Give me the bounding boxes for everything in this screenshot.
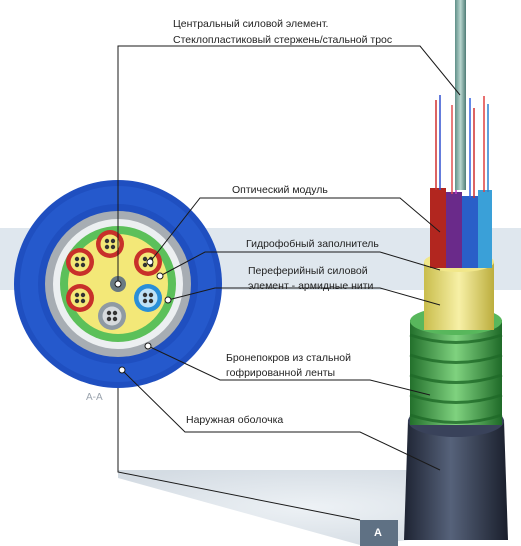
label-armor-line1: Бронепокров из стальной	[226, 352, 351, 364]
cable-armor	[410, 320, 502, 425]
central-rod	[455, 0, 466, 190]
optical-module-4	[66, 284, 94, 312]
section-label: А-А	[86, 392, 103, 403]
label-armor-line2: гофрированной ленты	[226, 367, 336, 379]
module-red-tube	[430, 188, 446, 268]
section-marker: А	[374, 527, 382, 539]
label-peripheral-line1: Переферийный силовой	[248, 265, 368, 277]
callout-lines	[117, 45, 461, 521]
optical-module-1	[96, 230, 124, 258]
label-hydrophobic-filler: Гидрофобный заполнитель	[246, 238, 379, 250]
section-marker-tab	[360, 520, 398, 546]
label-optical-module: Оптический модуль	[232, 184, 328, 196]
optical-module-6	[98, 302, 126, 330]
label-central-member-line2: Стеклопластиковый стержень/стальной трос	[173, 34, 393, 46]
label-outer-sheath: Наружная оболочка	[186, 414, 284, 426]
module-cyan-tube	[478, 190, 492, 268]
label-central-member-line1: Центральный силовой элемент.	[173, 18, 329, 30]
armor-corrugations	[409, 333, 503, 424]
callout-dots	[114, 258, 172, 374]
optical-module-5	[134, 284, 162, 312]
label-peripheral-line2: элемент - армидные нити	[248, 280, 374, 292]
cable-filler	[424, 262, 494, 330]
cable-outer-sheath	[404, 420, 508, 540]
module-blue-tube	[462, 196, 478, 268]
optical-module-3	[66, 248, 94, 276]
module-purple-tube	[446, 192, 462, 268]
